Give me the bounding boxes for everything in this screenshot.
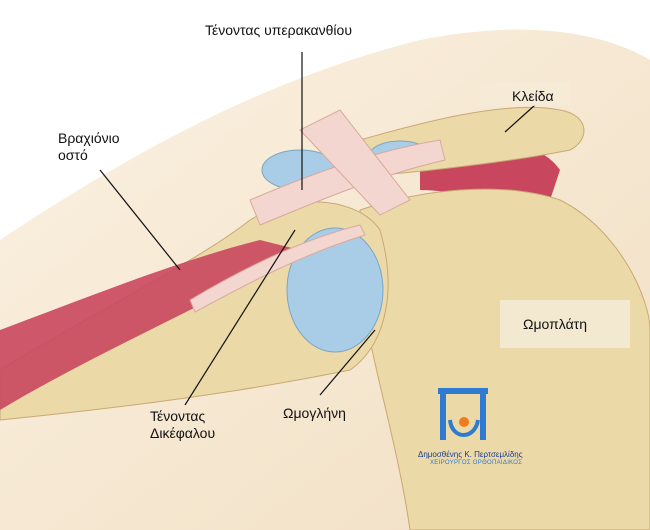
- ligament: [299, 109, 411, 216]
- pointer-biceps: [184, 229, 296, 406]
- supraspinatus-tendon: [249, 139, 446, 226]
- pointer-clavicle: [504, 104, 536, 133]
- clavicle-label-box: [480, 82, 570, 106]
- label-humerus-line1: Βραχιόνιο: [58, 130, 120, 146]
- pointer-humerus: [99, 169, 181, 271]
- glenoid-cartilage: [286, 227, 384, 353]
- biceps-tendon: [189, 224, 366, 313]
- label-humerus-line2: οστό: [58, 147, 88, 163]
- pointer-glenoid: [319, 329, 376, 396]
- scapula-label-box: [500, 300, 630, 348]
- label-clavicle: Κλείδα: [512, 88, 554, 104]
- scapula-bone: [359, 188, 650, 530]
- logo-mark: [438, 388, 488, 440]
- label-glenoid: Ωμογλήνη: [283, 405, 346, 421]
- label-biceps-line2: Δικέφαλου: [150, 425, 216, 441]
- label-scapula: Ωμοπλάτη: [523, 316, 587, 332]
- logo-subtitle: ΧΕΙΡΟΥΡΓΟΣ ΟΡΘΟΠΑΙΔΙΚΟΣ: [430, 460, 523, 466]
- label-biceps-line1: Τένοντας: [150, 408, 206, 424]
- label-supraspinatus-tendon: Τένοντας υπερακανθίου: [205, 22, 352, 38]
- logo-name: Δημοσθένης Κ. Περτσεμλίδης: [418, 450, 523, 459]
